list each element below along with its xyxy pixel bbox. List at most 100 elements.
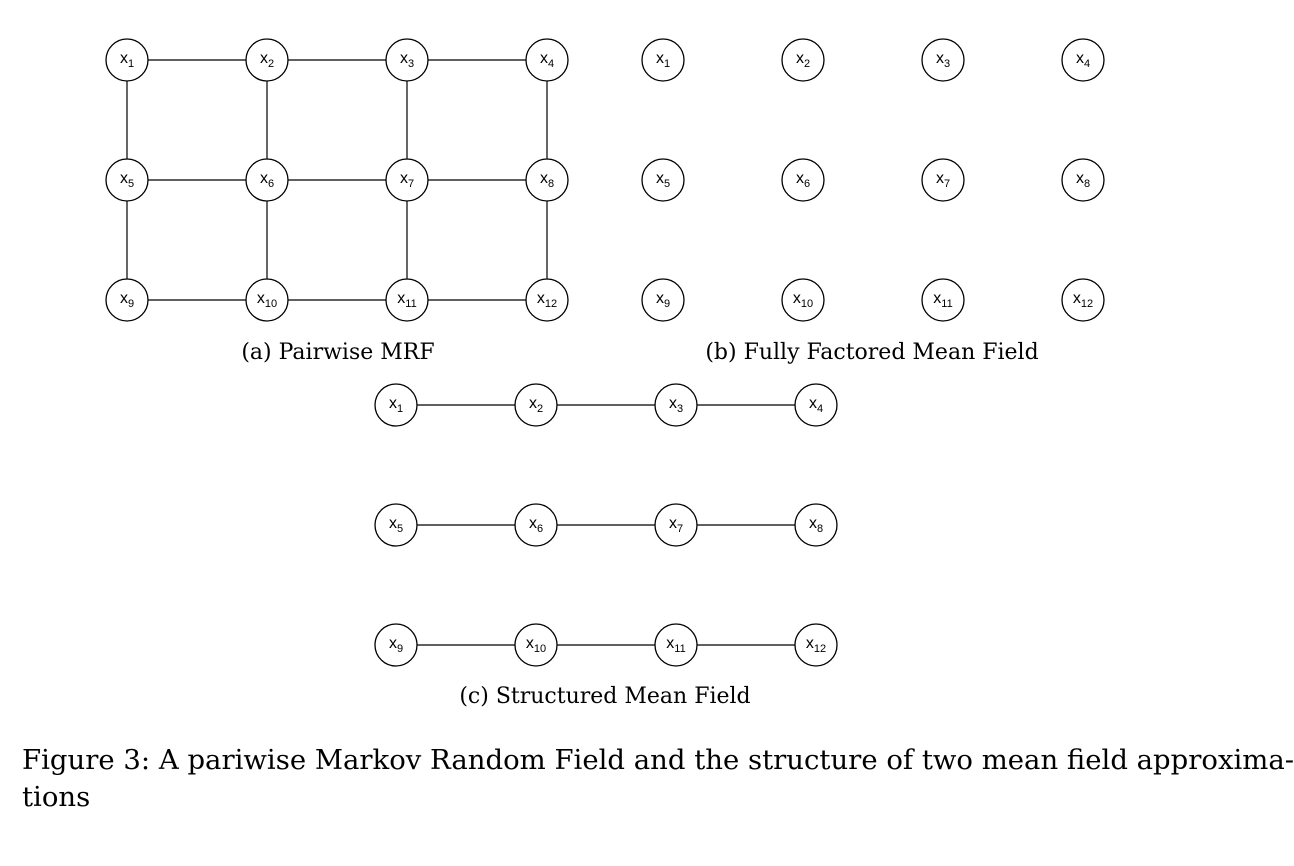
node-circle <box>525 278 569 322</box>
node-subscript: 7 <box>408 178 414 190</box>
node-circle <box>921 158 965 202</box>
node-circle <box>781 278 825 322</box>
node-circle <box>794 383 838 427</box>
node-circle <box>525 38 569 82</box>
node-subscript: 2 <box>804 58 810 70</box>
node-var: x <box>809 395 817 412</box>
node-circle <box>654 503 698 547</box>
node-x12: x12 <box>525 278 569 322</box>
node-var: x <box>796 170 804 187</box>
node-subscript: 10 <box>265 298 277 310</box>
node-label: x2 <box>260 50 274 70</box>
node-label: x4 <box>540 50 554 70</box>
node-label: x8 <box>809 515 823 535</box>
node-x12: x12 <box>1061 278 1105 322</box>
node-subscript: 4 <box>1084 58 1090 70</box>
node-circle <box>641 38 685 82</box>
node-circle <box>374 383 418 427</box>
node-circle <box>374 623 418 667</box>
panel-a-edges <box>126 59 548 301</box>
node-x8: x8 <box>794 503 838 547</box>
node-subscript: 1 <box>128 58 134 70</box>
node-x8: x8 <box>1061 158 1105 202</box>
node-var: x <box>933 290 941 307</box>
node-subscript: 1 <box>397 403 403 415</box>
node-circle <box>105 38 149 82</box>
node-var: x <box>400 50 408 67</box>
node-x6: x6 <box>514 503 558 547</box>
node-var: x <box>669 515 677 532</box>
node-subscript: 9 <box>397 643 403 655</box>
node-label: x11 <box>933 290 952 310</box>
node-circle <box>1061 158 1105 202</box>
node-subscript: 2 <box>537 403 543 415</box>
node-x7: x7 <box>385 158 429 202</box>
node-subscript: 6 <box>537 523 543 535</box>
node-subscript: 9 <box>664 298 670 310</box>
node-label: x7 <box>669 515 683 535</box>
node-var: x <box>936 170 944 187</box>
node-circle <box>105 158 149 202</box>
node-circle <box>921 278 965 322</box>
node-subscript: 8 <box>817 523 823 535</box>
node-var: x <box>793 290 801 307</box>
node-circle <box>514 623 558 667</box>
node-x12: x12 <box>794 623 838 667</box>
node-x2: x2 <box>514 383 558 427</box>
node-x1: x1 <box>374 383 418 427</box>
node-var: x <box>529 515 537 532</box>
node-var: x <box>397 290 405 307</box>
node-subscript: 6 <box>804 178 810 190</box>
node-subscript: 5 <box>664 178 670 190</box>
node-var: x <box>257 290 265 307</box>
node-circle <box>654 383 698 427</box>
node-var: x <box>389 515 397 532</box>
node-subscript: 7 <box>677 523 683 535</box>
node-label: x8 <box>1076 170 1090 190</box>
node-label: x2 <box>796 50 810 70</box>
node-var: x <box>526 635 534 652</box>
node-subscript: 6 <box>268 178 274 190</box>
node-label: x3 <box>400 50 414 70</box>
node-x4: x4 <box>525 38 569 82</box>
node-label: x5 <box>656 170 670 190</box>
panel-c-caption: (c) Structured Mean Field <box>459 684 750 709</box>
node-label: x1 <box>389 395 403 415</box>
node-var: x <box>806 635 814 652</box>
node-x2: x2 <box>245 38 289 82</box>
node-x7: x7 <box>654 503 698 547</box>
node-var: x <box>1076 170 1084 187</box>
node-var: x <box>666 635 674 652</box>
node-label: x10 <box>526 635 546 655</box>
node-label: x12 <box>806 635 826 655</box>
node-label: x7 <box>400 170 414 190</box>
node-x11: x11 <box>385 278 429 322</box>
node-subscript: 12 <box>1081 298 1093 310</box>
node-circle <box>794 503 838 547</box>
node-var: x <box>260 50 268 67</box>
node-x8: x8 <box>525 158 569 202</box>
node-x10: x10 <box>514 623 558 667</box>
node-label: x9 <box>389 635 403 655</box>
node-x6: x6 <box>781 158 825 202</box>
node-circle <box>245 158 289 202</box>
node-x9: x9 <box>641 278 685 322</box>
node-subscript: 2 <box>268 58 274 70</box>
node-var: x <box>529 395 537 412</box>
node-circle <box>245 278 289 322</box>
node-subscript: 3 <box>944 58 950 70</box>
node-x5: x5 <box>641 158 685 202</box>
node-var: x <box>120 290 128 307</box>
node-x3: x3 <box>385 38 429 82</box>
node-label: x9 <box>120 290 134 310</box>
node-x9: x9 <box>105 278 149 322</box>
node-subscript: 4 <box>817 403 823 415</box>
node-label: x7 <box>936 170 950 190</box>
node-var: x <box>936 50 944 67</box>
node-circle <box>525 158 569 202</box>
node-label: x9 <box>656 290 670 310</box>
node-label: x5 <box>120 170 134 190</box>
node-var: x <box>656 170 664 187</box>
node-circle <box>641 278 685 322</box>
